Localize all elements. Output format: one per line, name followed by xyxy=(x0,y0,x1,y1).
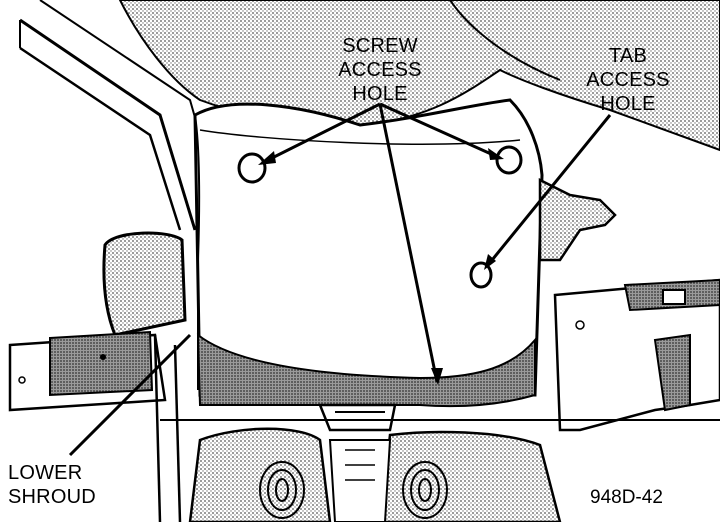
screw-label-line-1: SCREW xyxy=(342,35,418,57)
knee-bolster-pad xyxy=(102,231,187,337)
screw-label-line-2: ACCESS xyxy=(338,59,422,81)
lower-shroud xyxy=(196,332,536,408)
lower-label-line-2: SHROUD xyxy=(8,486,96,508)
screw-access-hole-left xyxy=(237,152,267,184)
figure-id: 948D-42 xyxy=(590,487,663,508)
tab-label-line-3: HOLE xyxy=(600,93,656,115)
leader-arrowheads xyxy=(258,148,504,385)
leader-lines xyxy=(68,102,612,457)
screw-access-hole-label: SCREW ACCESS HOLE xyxy=(330,34,430,106)
screw-access-hole-right xyxy=(495,145,523,175)
lower-shroud-label: LOWER SHROUD xyxy=(8,461,128,509)
steering-column-shaft xyxy=(318,403,397,432)
screw-label-line-3: HOLE xyxy=(352,83,408,105)
upper-shroud xyxy=(193,98,544,397)
tab-access-hole-label: TAB ACCESS HOLE xyxy=(583,44,673,116)
multifunction-switch-stalk xyxy=(538,177,617,262)
tab-label-line-2: ACCESS xyxy=(586,69,670,91)
lower-mechanism xyxy=(188,427,332,522)
tab-label-line-1: TAB xyxy=(608,45,647,67)
gear-coils xyxy=(259,461,448,519)
tab-access-hole xyxy=(469,261,493,289)
lower-label-line-1: LOWER xyxy=(8,462,83,484)
left-bracket-rail xyxy=(19,18,197,231)
